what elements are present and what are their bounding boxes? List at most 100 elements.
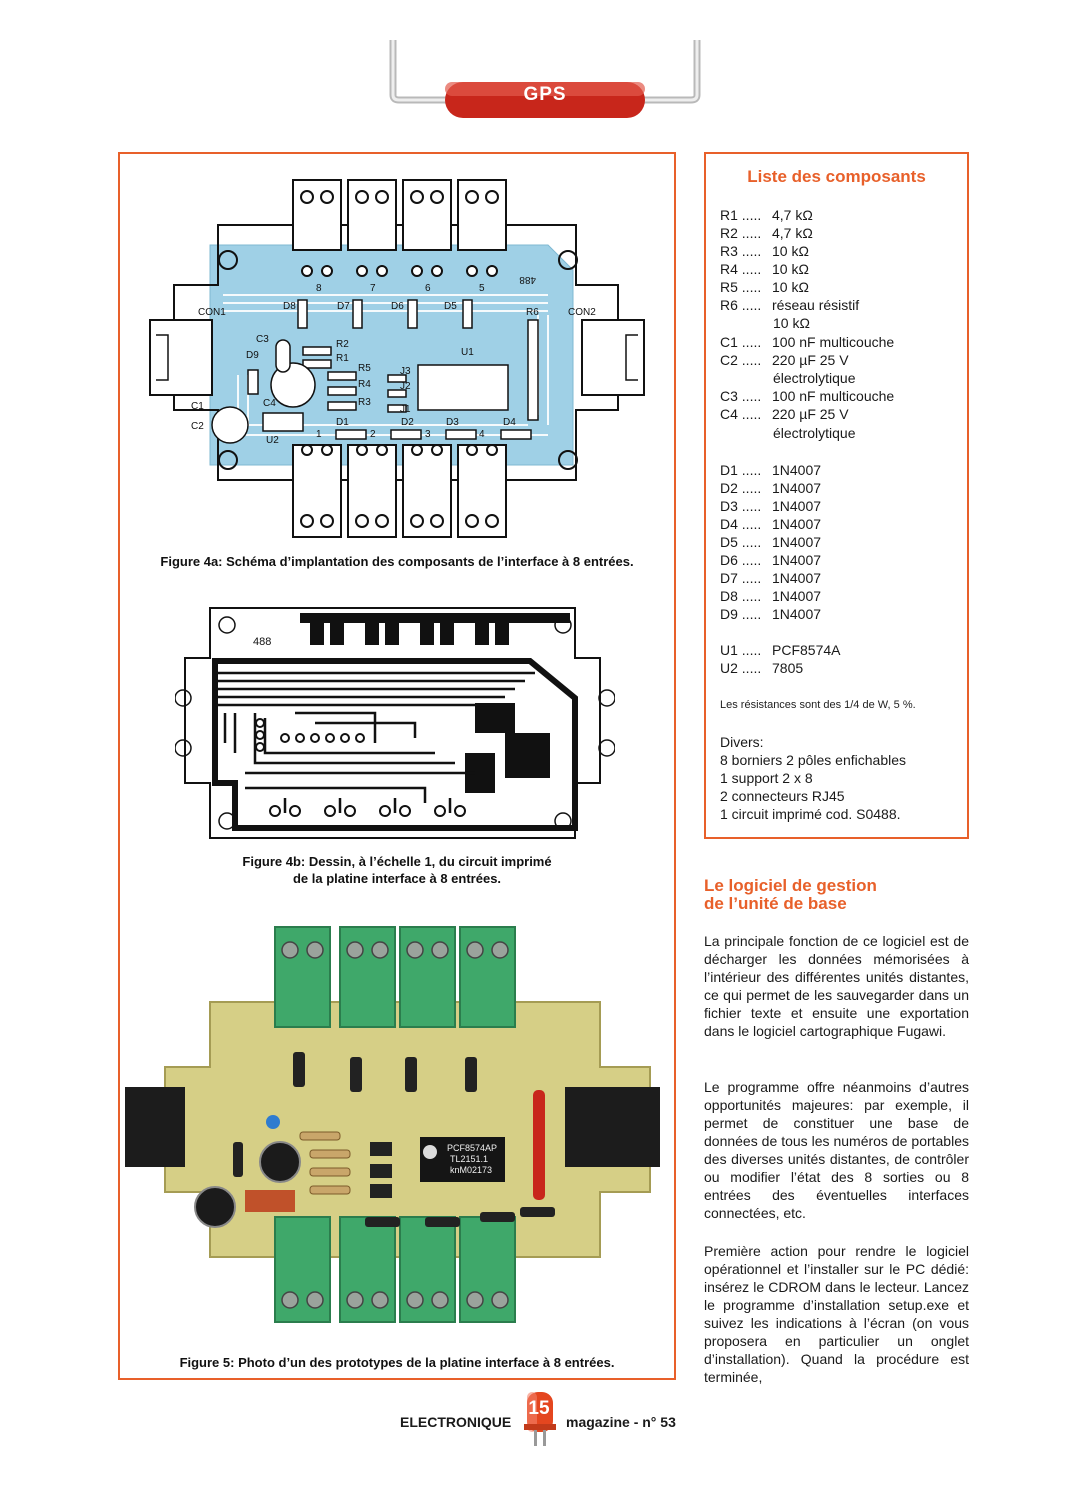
component-ref: U2 .....	[720, 660, 762, 676]
section-title: Le logiciel de gestion de l’unité de bas…	[704, 877, 974, 913]
component-value: 1N4007	[772, 552, 822, 568]
component-value: 220 µF 25 V	[772, 352, 849, 368]
label-j2: J2	[400, 381, 411, 392]
label-n1: 1	[316, 429, 322, 440]
figure-4b: 488	[174, 603, 616, 843]
component-value: 1N4007	[772, 588, 822, 604]
pcb-code: 488	[253, 636, 271, 648]
component-row: D5 .....1N4007	[720, 533, 821, 551]
section-tag: GPS	[523, 84, 567, 105]
component-row: D6 ..... 1N4007	[720, 551, 821, 569]
component-ref: C1 .....	[720, 334, 762, 350]
component-row: D8 ..... 1N4007	[720, 587, 821, 605]
component-ref: D8 .....	[720, 588, 762, 604]
components-title: Liste des composants	[747, 167, 926, 186]
figure-5-photo: PCF8574AP TL2151.1 knM02173	[125, 922, 670, 1342]
component-row: R5 .....10 kΩ	[720, 278, 809, 296]
footer-magazine-name: ELECTRONIQUE	[400, 1414, 512, 1430]
label-r4: R4	[358, 379, 371, 390]
component-value: 1N4007	[772, 498, 822, 514]
component-ref: R3 .....	[720, 243, 762, 259]
component-ref: D1 .....	[720, 462, 762, 478]
component-ref: D2 .....	[720, 480, 762, 496]
component-row: D3 .....1N4007	[720, 497, 821, 515]
label-u1: U1	[461, 347, 474, 358]
resistor-note: Les résistances sont des 1/4 de W, 5 %.	[720, 699, 916, 711]
label-con1: CON1	[198, 307, 226, 318]
component-value: 1N4007	[772, 516, 822, 532]
figure-5-caption: Figure 5: Photo d’un des prototypes de l…	[179, 1355, 615, 1370]
component-row: C4 .....220 µF 25 V	[720, 405, 849, 423]
page-number: 15	[528, 1398, 550, 1419]
component-ref: R6 .....	[720, 297, 762, 313]
label-c4: C4	[263, 398, 276, 409]
footer	[380, 1388, 720, 1448]
component-value: 1N4007	[772, 570, 822, 586]
divers-line-1: 8 borniers 2 pôles enfichables	[720, 752, 907, 768]
chip-text-line2: TL2151.1	[450, 1154, 488, 1164]
divers-line-2: 1 support 2 x 8	[720, 770, 813, 786]
component-row: R2 .....4,7 kΩ	[720, 224, 813, 242]
label-d5: D5	[444, 301, 457, 312]
label-c3: C3	[256, 334, 269, 345]
label-c1: C1	[191, 401, 204, 412]
label-d9: D9	[246, 350, 259, 361]
component-ref: C4 .....	[720, 406, 762, 422]
chip-text-line3: knM02173	[450, 1165, 492, 1175]
component-row: D2 ..... 1N4007	[720, 479, 821, 497]
component-ref: R1 .....	[720, 207, 762, 223]
figure-4b-caption-line1: Figure 4b: Dessin, à l’échelle 1, du cir…	[242, 854, 552, 869]
component-value: 1N4007	[772, 480, 822, 496]
figures-frame	[118, 152, 676, 1380]
label-d1: D1	[336, 417, 349, 428]
component-row: C1 ..... 100 nF multicouche	[720, 333, 894, 351]
paragraph-2: Le programme offre néanmoins d’autres op…	[704, 1079, 969, 1221]
component-value: 1N4007	[772, 462, 822, 478]
component-row: C3 .....100 nF multicouche	[720, 387, 894, 405]
label-d6: D6	[391, 301, 404, 312]
component-ref: R2 .....	[720, 225, 762, 241]
divers-line-3: 2 connecteurs RJ45	[720, 788, 845, 804]
label-r3: R3	[358, 397, 371, 408]
label-code: 488	[519, 274, 536, 285]
component-ref: D5 .....	[720, 534, 762, 550]
label-n7: 7	[370, 283, 376, 294]
component-row: R3 ..... 10 kΩ	[720, 242, 809, 260]
component-value: 10 kΩ	[772, 279, 809, 295]
component-row: R4 .....10 kΩ	[720, 260, 809, 278]
label-n6: 6	[425, 283, 431, 294]
component-row: D1 ..... 1N4007	[720, 461, 821, 479]
component-ref: D6 .....	[720, 552, 762, 568]
comp-c4-continuation: électrolytique	[773, 425, 856, 441]
component-row: U2 ..... 7805	[720, 659, 803, 677]
component-row: U1 .....PCF8574A	[720, 641, 840, 659]
label-d2: D2	[401, 417, 414, 428]
component-value: 7805	[772, 660, 804, 676]
label-r2: R2	[336, 339, 349, 350]
component-value: 4,7 kΩ	[772, 207, 813, 223]
component-row: R1 ..... 4,7 kΩ	[720, 206, 813, 224]
label-r1: R1	[336, 353, 349, 364]
paragraph-1: La principale fonction de ce logiciel es…	[704, 933, 969, 1039]
label-n2: 2	[370, 429, 376, 440]
component-ref: D4 .....	[720, 516, 762, 532]
chip-text-line1: PCF8574AP	[447, 1143, 497, 1153]
section-title-line2: de l’unité de base	[704, 894, 847, 913]
label-d4: D4	[503, 417, 516, 428]
component-value: réseau résistif	[772, 297, 860, 313]
component-ref: U1 .....	[720, 642, 762, 658]
label-r5: R5	[358, 363, 371, 374]
components-box	[704, 152, 969, 839]
label-j1: J1	[400, 404, 411, 415]
component-row: D9 .....1N4007	[720, 605, 821, 623]
component-value: 10 kΩ	[772, 243, 809, 259]
paragraph-3: Première action pour rendre le logiciel …	[704, 1243, 969, 1385]
label-d7: D7	[337, 301, 350, 312]
comp-c2-continuation: électrolytique	[773, 370, 856, 386]
divers-line-4: 1 circuit imprimé cod. S0488.	[720, 806, 901, 822]
label-r6: R6	[526, 307, 539, 318]
divers-line-0: Divers:	[720, 734, 764, 750]
label-d3: D3	[446, 417, 459, 428]
component-value: 100 nF multicouche	[772, 334, 895, 350]
label-j3: J3	[400, 366, 411, 377]
